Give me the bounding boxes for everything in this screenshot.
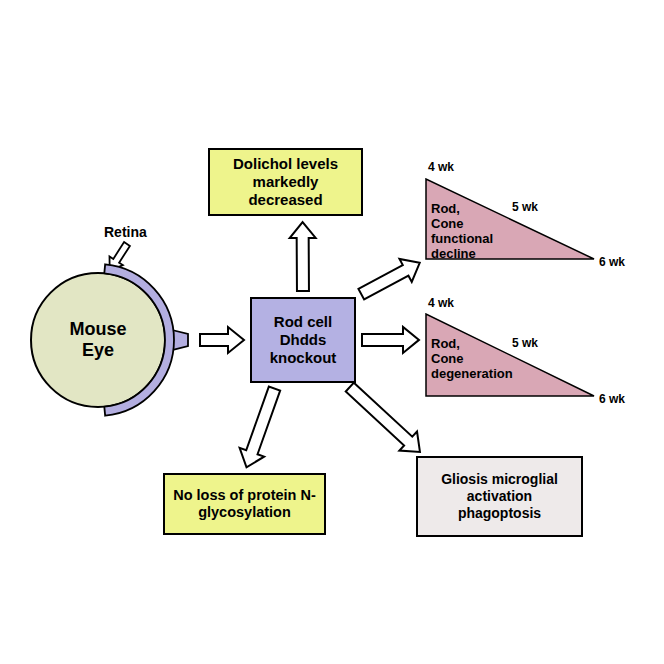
box-text: No loss of protein N-glycosylation — [171, 487, 318, 522]
triangle-shape — [426, 314, 594, 396]
time-label: 4 wk — [428, 296, 454, 310]
retina-band — [104, 264, 174, 415]
triangle-text: Rod, Cone functional decline — [425, 178, 595, 261]
block-arrow — [240, 387, 281, 468]
process-box: Rod cell Dhdds knockout — [250, 297, 356, 383]
result-box: Dolichol levels markedly decreased — [208, 148, 363, 216]
block-arrow — [358, 259, 419, 300]
time-label: 5 wk — [512, 200, 538, 214]
block-arrow — [362, 327, 419, 353]
triangle-text: Rod, Cone degeneration — [425, 313, 595, 381]
result-box: No loss of protein N-glycosylation — [163, 473, 326, 535]
box-text: Gliosis microglial activation phagoptosi… — [424, 471, 575, 521]
box-text: Dolichol levels markedly decreased — [216, 155, 355, 209]
time-label: 5 wk — [512, 336, 538, 350]
trend-triangle: Rod, Cone functional decline — [425, 178, 595, 260]
eye-text-area: Mouse Eye — [18, 260, 178, 420]
time-label: 6 wk — [599, 255, 625, 269]
block-arrow — [200, 327, 244, 353]
time-label: 6 wk — [599, 392, 625, 406]
block-arrow — [290, 222, 316, 291]
box-text: Rod cell Dhdds knockout — [258, 313, 348, 367]
trend-triangle: Rod, Cone degeneration — [425, 313, 595, 397]
eye-circle: Mouse Eye — [18, 260, 194, 420]
eye-text: Mouse Eye — [62, 319, 134, 361]
block-arrow — [346, 383, 420, 452]
time-label: 4 wk — [428, 160, 454, 174]
part-label: Retina — [104, 224, 147, 240]
result-box: Gliosis microglial activation phagoptosi… — [416, 456, 583, 537]
